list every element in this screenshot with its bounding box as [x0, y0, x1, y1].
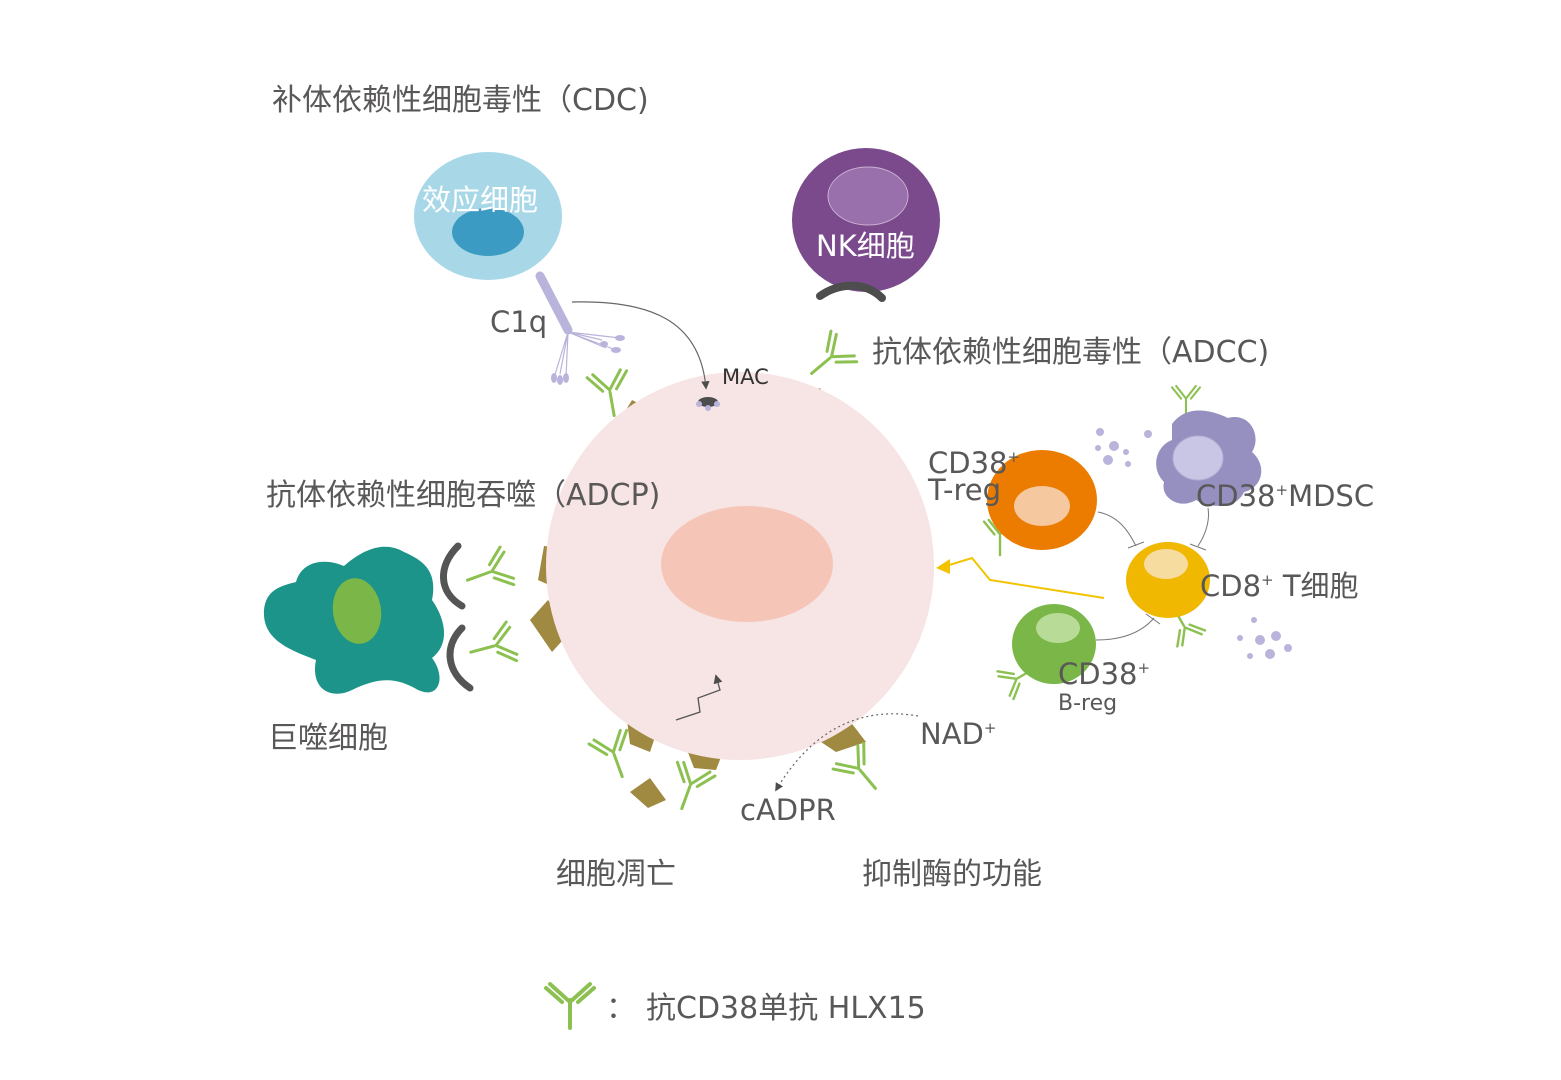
- macrophage-nucleus: [332, 578, 382, 644]
- cadpr-label: cADPR: [740, 793, 836, 827]
- fc-receptor-lower: [446, 624, 474, 692]
- nk-cell: [792, 148, 940, 302]
- adcc-label: 抗体依赖性细胞毒性（ADCC): [872, 335, 1269, 370]
- mdsc-granules: [1095, 428, 1152, 467]
- legend-separator: ：: [606, 991, 636, 1026]
- macrophage-label: 巨噬细胞: [268, 721, 388, 756]
- mdsc-nucleus: [1172, 435, 1224, 481]
- legend-antibody-icon: [544, 982, 596, 1030]
- nad-label: NAD+: [920, 717, 996, 751]
- c1q-label: C1q: [490, 305, 547, 339]
- breg-cell: [1012, 604, 1096, 684]
- cd8-signal-arrow: [945, 556, 1105, 599]
- nk-cell-label: NK细胞: [816, 229, 915, 263]
- adcp-label: 抗体依赖性细胞吞噬（ADCP): [266, 478, 660, 513]
- c1q-molecule: [535, 271, 625, 385]
- inhibition-lines: [1095, 507, 1209, 641]
- apoptosis-signal-arrow: [675, 674, 723, 721]
- mdsc-label: CD38+MDSC: [1196, 479, 1374, 513]
- legend: ： 抗CD38单抗 HLX15: [544, 982, 926, 1030]
- fc-receptor-upper: [440, 542, 466, 610]
- cd8-granules: [1237, 617, 1292, 659]
- mdsc-cell: [1156, 410, 1262, 506]
- effector-cell-label: 效应细胞: [422, 183, 538, 217]
- breg-sub-label: B-reg: [1058, 691, 1117, 716]
- treg-nucleus: [1014, 486, 1070, 526]
- breg-label: CD38+: [1058, 657, 1150, 691]
- cd8-t-cell: [1126, 542, 1210, 618]
- legend-text: 抗CD38单抗 HLX15: [646, 991, 926, 1026]
- breg-nucleus: [1036, 613, 1080, 643]
- cd8-signal-arrowhead: [936, 559, 950, 574]
- tumor-cell-nucleus: [661, 506, 833, 622]
- mac-complex: [696, 397, 720, 411]
- enzyme-label: 抑制酶的功能: [862, 857, 1042, 892]
- apoptosis-label: 细胞凋亡: [556, 857, 676, 892]
- treg-sub-label: T-reg: [927, 473, 1001, 507]
- tumor-cell: [530, 372, 934, 808]
- effector-cell: [414, 152, 562, 280]
- treg-cell: [987, 450, 1097, 550]
- cd8-label: CD8+ T细胞: [1200, 569, 1359, 603]
- nk-receptor: [816, 281, 886, 302]
- c1q-to-mac-arrow: [571, 301, 710, 390]
- mac-label: MAC: [722, 365, 769, 389]
- cd8-nucleus: [1144, 549, 1188, 579]
- nk-cell-nucleus: [827, 166, 909, 226]
- treg-label: CD38+: [928, 446, 1020, 480]
- effector-cell-nucleus: [452, 208, 524, 256]
- macrophage: [263, 542, 474, 694]
- cdc-label: 补体依赖性细胞毒性（CDC): [272, 83, 649, 118]
- nad-to-cadpr-arrow: [775, 713, 919, 792]
